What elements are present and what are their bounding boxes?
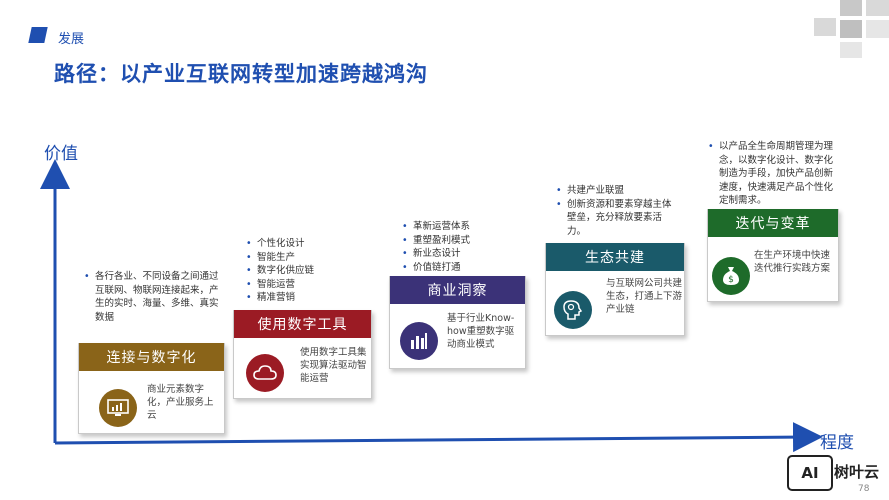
stage2-bullet: 智能运营 [246,278,365,292]
brand-name: 树叶云 [834,463,880,481]
stage5-desc: 在生产环境中快速迭代推行实践方案 [754,250,831,274]
stage3-bullet: 新业态设计 [402,247,521,261]
stage3-bullet: 价值链打通 [402,261,521,275]
stage2-bullet: 数字化供应链 [246,264,365,278]
corner-decoration [814,0,889,58]
stage1-bullet: 各行各业、不同设备之间通过互联网、物联网连接起来，产生的实时、海量、多维、真实数… [84,270,223,324]
monitor-chart-icon [99,389,137,427]
stage5-title: 迭代与变革 [708,209,838,237]
stage2-card: 使用数字工具 使用数字工具集实现算法驱动智能运营 [233,310,372,399]
brand-logo: AI [787,455,833,491]
stage3-bullet: 革新运营体系 [402,220,521,234]
stage4-card: 生态共建 与互联网公司共建生态，打通上下游产业链 [545,243,685,336]
money-bag-icon: $ [712,257,750,295]
y-axis-label: 价值 [44,144,78,164]
bar-chart-icon [400,322,438,360]
stage3-bullets: 革新运营体系 重塑盈利模式 新业态设计 价值链打通 [401,220,521,274]
brain-head-icon [554,291,592,329]
page-title: 路径：以产业互联网转型加速跨越鸿沟 [54,62,428,86]
stage1-bullets: 各行各业、不同设备之间通过互联网、物联网连接起来，产生的实时、海量、多维、真实数… [83,270,223,324]
section-label: 发展 [58,32,85,47]
svg-text:$: $ [728,275,734,285]
stage4-bullet: 共建产业联盟 [556,184,680,198]
stage4-bullet: 创新资源和要素穿越主体壁垒，充分释放要素活力。 [556,198,680,239]
stage4-desc: 与互联网公司共建生态，打通上下游产业链 [606,278,683,315]
stage3-title: 商业洞察 [390,276,525,304]
stage2-title: 使用数字工具 [234,310,371,338]
stage4-bullets: 共建产业联盟 创新资源和要素穿越主体壁垒，充分释放要素活力。 [555,184,680,238]
stage2-bullets: 个性化设计 智能生产 数字化供应链 智能运营 精准营销 [245,237,365,305]
stage3-card: 商业洞察 基于行业Know-how重塑数字驱动商业模式 [389,276,526,369]
stage1-card: 连接与数字化 商业元素数字化，产业服务上云 [78,343,225,434]
stage5-bullets: 以产品全生命周期管理为理念，以数字化设计、数字化制造为手段，加快产品创新速度，快… [707,140,842,208]
stage2-bullet: 精准营销 [246,291,365,305]
stage4-title: 生态共建 [546,243,684,271]
stage3-desc: 基于行业Know-how重塑数字驱动商业模式 [447,313,515,350]
cloud-icon [246,354,284,392]
stage2-bullet: 智能生产 [246,251,365,265]
stage1-desc: 商业元素数字化，产业服务上云 [147,384,214,421]
stage1-title: 连接与数字化 [79,343,224,371]
stage5-bullet: 以产品全生命周期管理为理念，以数字化设计、数字化制造为手段，加快产品创新速度，快… [708,140,842,208]
page-number: 78 [858,484,870,494]
x-axis-label: 程度 [820,433,854,453]
stage2-desc: 使用数字工具集实现算法驱动智能运营 [300,347,367,384]
stage3-bullet: 重塑盈利模式 [402,234,521,248]
stage5-card: 迭代与变革 $ 在生产环境中快速迭代推行实践方案 [707,209,839,302]
stage2-bullet: 个性化设计 [246,237,365,251]
